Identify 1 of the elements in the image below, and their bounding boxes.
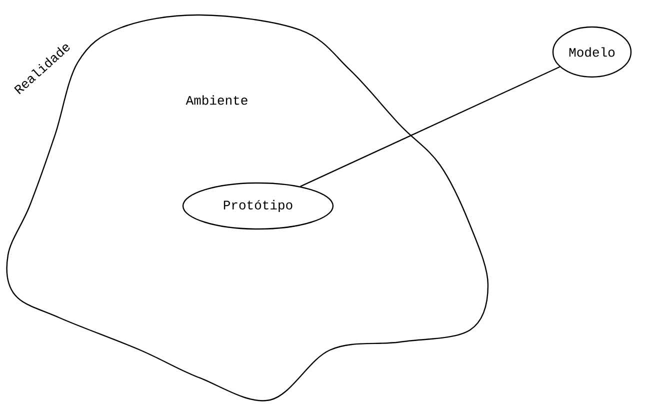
connector-line [300, 66, 560, 187]
